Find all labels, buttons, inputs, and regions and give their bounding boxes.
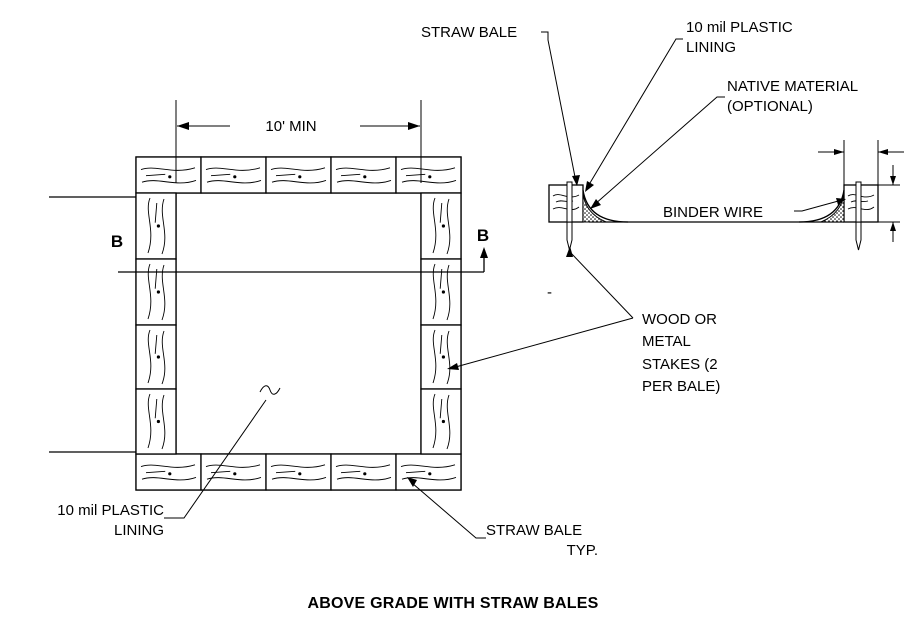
section-mark-right: B — [477, 226, 489, 245]
straw-bale — [135, 388, 177, 455]
diagram-title: ABOVE GRADE WITH STRAW BALES — [308, 595, 599, 612]
straw-bale — [200, 453, 267, 491]
section-stake-left — [566, 181, 573, 223]
straw-bale — [135, 324, 177, 390]
straw-bale — [135, 156, 202, 194]
section-straw-bale-label: STRAW BALE — [421, 24, 517, 41]
straw-bale-typ-label-line1: STRAW BALE — [486, 522, 582, 539]
straw-bale — [420, 324, 462, 390]
stake-leader-top — [569, 251, 634, 319]
straw-bale — [200, 156, 267, 194]
section-stake-left-tip — [566, 222, 573, 251]
bale-ring-outer-outline — [135, 156, 462, 491]
bale-height-arrow-bottom — [890, 222, 896, 231]
section-plastic-lining-label-line2: LINING — [686, 39, 736, 56]
straw-bale — [420, 388, 462, 455]
plan-view: 10' MIN B B 10 mil PLASTIC LINING STRAW … — [49, 100, 598, 559]
straw-bale-typ-label-line2: TYP. — [567, 542, 598, 559]
stakes-note: WOOD OR METAL STAKES (2 PER BALE) — [642, 311, 720, 395]
binder-wire-leader — [794, 199, 843, 212]
straw-bale — [420, 258, 462, 326]
section-straw-bale-leader — [541, 31, 577, 183]
stray-mark: - — [547, 284, 552, 301]
bale-ring-inner-outline — [175, 192, 422, 455]
section-plastic-lining-label-line1: 10 mil PLASTIC — [686, 19, 793, 36]
section-bale-left — [548, 184, 584, 223]
straw-bale — [265, 453, 332, 491]
right-bale-column — [420, 192, 462, 455]
binder-wire-label: BINDER WIRE — [663, 204, 763, 221]
section-straw-bale-arrow — [572, 175, 580, 186]
straw-bale — [135, 453, 202, 491]
plastic-lining-tilde — [259, 385, 281, 395]
section-plastic-lining-leader — [586, 38, 683, 189]
straw-bale — [330, 156, 397, 194]
dimension-arrow-right — [408, 122, 420, 130]
dimension-arrow-left — [177, 122, 189, 130]
stake-leader-arrow-plan — [447, 363, 459, 370]
dimension-label: 10' MIN — [265, 118, 316, 135]
plastic-lining-label-line1: 10 mil PLASTIC — [57, 502, 164, 519]
plastic-lining-leader — [164, 399, 267, 519]
stakes-note-line4: PER BALE) — [642, 378, 720, 395]
stake-leader-plan — [451, 317, 634, 369]
section-plastic-lining-arrow — [585, 181, 594, 192]
straw-bale-leader — [411, 482, 486, 539]
straw-bale — [135, 258, 177, 326]
top-bale-row — [135, 156, 462, 194]
native-material-right — [820, 191, 845, 223]
straw-bale — [395, 453, 462, 491]
stakes-note-line1: WOOD OR — [642, 311, 717, 328]
straw-bale-leader-arrow — [407, 477, 417, 487]
native-material-label-line2: (OPTIONAL) — [727, 98, 813, 115]
native-material-arrow — [590, 199, 601, 209]
plastic-lining-curve-right — [798, 189, 845, 223]
straw-bale — [330, 453, 397, 491]
section-view: STRAW BALE 10 mil PLASTIC LINING NATIVE … — [421, 19, 904, 370]
binder-wire-arrow — [836, 198, 846, 205]
bottom-bale-row — [135, 453, 462, 491]
native-material-label-line1: NATIVE MATERIAL — [727, 78, 858, 95]
bale-width-arrow-left — [834, 149, 844, 155]
straw-bale — [395, 156, 462, 194]
section-cut-arrow — [480, 247, 488, 258]
stake-leader-arrow-top — [566, 246, 573, 257]
native-material-left — [582, 191, 607, 223]
straw-bale — [265, 156, 332, 194]
bale-height-arrow-top — [890, 176, 896, 185]
section-stake-right-tip — [855, 222, 862, 251]
straw-bale — [135, 192, 177, 260]
stakes-note-line2: METAL — [642, 333, 691, 350]
bale-width-arrow-right — [878, 149, 888, 155]
plastic-lining-curve-left — [582, 189, 629, 223]
native-material-leader — [593, 96, 725, 206]
straw-bale — [420, 192, 462, 260]
section-stake-right — [855, 181, 862, 223]
left-bale-column — [135, 192, 177, 455]
section-mark-left: B — [111, 232, 123, 251]
plastic-lining-label-line2: LINING — [114, 522, 164, 539]
stakes-note-line3: STAKES (2 — [642, 356, 718, 373]
